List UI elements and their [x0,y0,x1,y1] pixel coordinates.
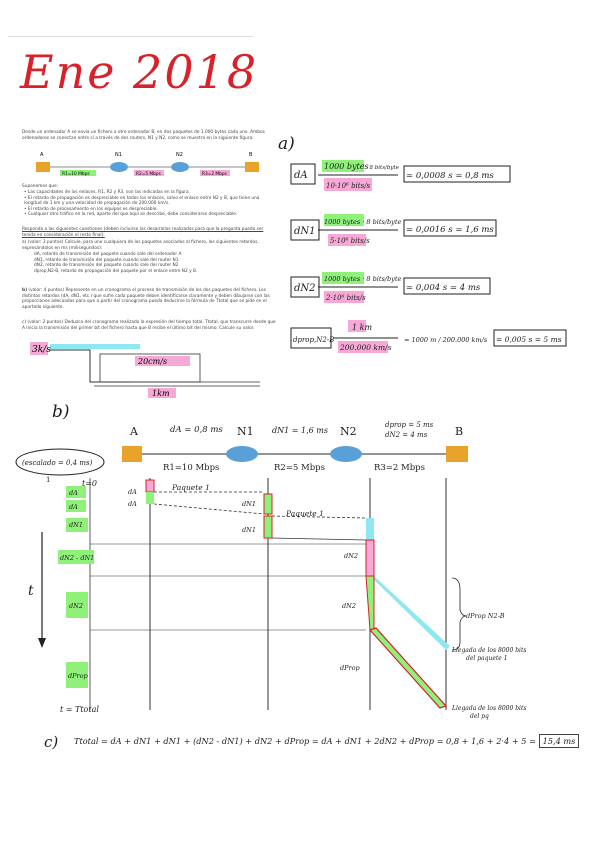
packet-1b-label: Paquete 1 [285,509,324,518]
time-axis-label: t [28,583,34,599]
node-a-label: A [40,152,44,158]
question-a: a) (valor: 3 puntos) Calcule, para uno c… [22,240,259,251]
list-item: • El retardo de propagación es desprecia… [24,195,260,207]
f2-den: 5·10⁶ bits/s [330,237,370,245]
f2-lhs: dN1 [294,226,316,237]
f2-result: = 0,0016 s = 1,6 ms [406,225,494,235]
router-n2-icon [171,162,189,172]
chrono-link-r1: R1=10 Mbps [163,463,219,473]
inner-label-dn2-2: dN2 [342,602,356,610]
question-b: b) (valor: 4 puntos) Represente en un cr… [22,288,270,310]
assumptions-list: • Las capacidades de los enlaces, R1, R2… [24,190,276,218]
left-label-da: dA [69,489,78,497]
sketch-right-label: 20cm/s [137,357,167,366]
f3-result: = 0,004 s = 4 ms [406,283,481,293]
left-label-dn2-dn1: dN2 - dN1 [60,554,94,562]
f4-lhs: dprop,N2-B [293,336,334,344]
arrival-1-line2: del paquete 1 [466,655,508,662]
chronogram: A N1 N2 B dA = 0,8 ms dN1 = 1,6 ms dprop… [15,421,526,720]
f4-result: = 0,005 s = 5 ms [496,335,562,344]
list-item: • El retardo de procesamiento en los equ… [24,206,158,212]
pc-a-icon [36,162,50,172]
list-item: dN2, retardo de transmisión del paquete … [34,263,179,269]
f1-result: = 0,0008 s = 0,8 ms [406,171,494,181]
router-n1-icon [110,162,128,172]
scale-tick: 1 [46,476,50,484]
inner-label-da: dA [128,488,137,496]
chrono-link-r3: R3=2 Mbps [374,463,425,473]
list-item: • Cualquier otro tráfico en la red, apar… [24,212,238,218]
question-c: c) (valor: 2 puntos) Deduzca del cronogr… [22,320,276,331]
sketch-bottom-label: 1km [152,389,170,398]
arrival-1-line1: Llegada de los 8000 bits [451,647,526,654]
left-label-da2: dA [69,503,78,511]
dprop-right-label: dProp N2-B [466,612,505,620]
above-n1: dN1 = 1,6 ms [272,426,328,435]
node-n2-label: N2 [176,152,183,158]
list-item: dprop,N2-B, retardo de propagación del p… [34,268,198,274]
small-network-diagram: A N1 N2 B R1=10 Mbps R2=5 Mbps R3=2 Mbps [36,152,259,177]
part-c-label: c) [44,733,59,751]
t-zero-label: t=0 [82,479,97,488]
left-label-dn1: dN1 [69,521,83,529]
above-n2-trans: dN2 = 4 ms [385,431,428,439]
chrono-node-a: A [129,425,139,438]
suppose-label: Suponemos que: [22,184,59,189]
chrono-router-n1-icon [226,446,258,462]
f1-mult: · 8 bits/byte [366,165,400,171]
f1-num: 1000 bytes [324,162,369,171]
left-label-dprop: dProp [68,672,89,680]
propagation-sketch: 3k/s 20cm/s 1km [30,342,260,398]
above-a: dA = 0,8 ms [170,425,223,435]
chrono-pc-a-icon [122,446,142,462]
node-b-label: B [249,152,253,158]
part-c-formula: Ttotal = dA + dN1 + dN1 + (dN2 - dN1) + … [74,734,580,748]
f1-den: 10·10⁶ bits/s [326,182,371,190]
f2-num: 1000 bytes · 8 bits/byte [324,218,401,226]
packet-1-label: Paquete 1 [171,483,210,492]
chrono-node-n2: N2 [340,425,357,438]
f1-lhs: dA [294,170,308,181]
f3-lhs: dN2 [294,283,316,294]
f3-den: 2·10⁶ bits/s [325,294,366,302]
inner-label-dn2: dN2 [344,552,358,560]
part-a-label: a) [278,134,295,154]
chrono-link-r2: R2=5 Mbps [274,463,325,473]
question-a-items: dA, retardo de transmisión del paquete c… [34,252,289,274]
part-b-label: b) [52,402,70,422]
f4-num: 1 km [352,323,372,332]
inner-label-da2: dA [128,500,137,508]
t-total-label: t = Ttotal [60,705,99,714]
pc-b-icon [245,162,259,172]
above-n2-prop: dprop = 5 ms [385,421,434,429]
page-title: Ene 2018 [20,45,259,99]
inner-label-dn1: dN1 [242,500,256,508]
inner-label-dn1-2: dN1 [242,526,256,534]
link-r2-label: R2=5 Mbps [136,171,162,177]
f3-num: 1000 bytes · 8 bits/byte [324,275,401,283]
node-n1-label: N1 [115,152,122,158]
chrono-router-n2-icon [330,446,362,462]
arrival-2-line1: Llegada de los 8000 bits [451,705,526,712]
inner-label-dprop: dProp [340,664,361,672]
list-item: dN1, retardo de transmisión del paquete … [34,257,179,263]
chrono-node-b: B [455,425,463,438]
problem-intro: Desde un ordenador A se envía un fichero… [22,130,265,141]
f4-mid: = 1000 m / 200.000 km/s [404,336,488,344]
part-a-formulas: dA 1000 bytes · 8 bits/byte 10·10⁶ bits/… [290,160,567,353]
f4-den: 200.000 km/s [339,343,392,352]
list-item: dA, retardo de transmisión del paquete c… [34,252,182,257]
scale-label: (escalado = 0,4 ms) [22,459,93,467]
chrono-pc-b-icon [446,446,468,462]
chrono-node-n1: N1 [237,425,254,438]
left-label-dn2: dN2 [69,602,83,610]
list-item: • Las capacidades de los enlaces, R1, R2… [24,190,191,195]
part-c-result: 15,4 ms [538,734,580,748]
arrival-2-line2: del pq [470,713,489,720]
link-r3-label: R3=2 Mbps [202,171,228,177]
instruction: Responda a las siguientes cuestiones (de… [22,227,264,238]
top-rule [8,36,253,37]
sketch-left-label: 3k/s [32,345,51,355]
link-r1-label: R1=10 Mbps [62,171,90,177]
